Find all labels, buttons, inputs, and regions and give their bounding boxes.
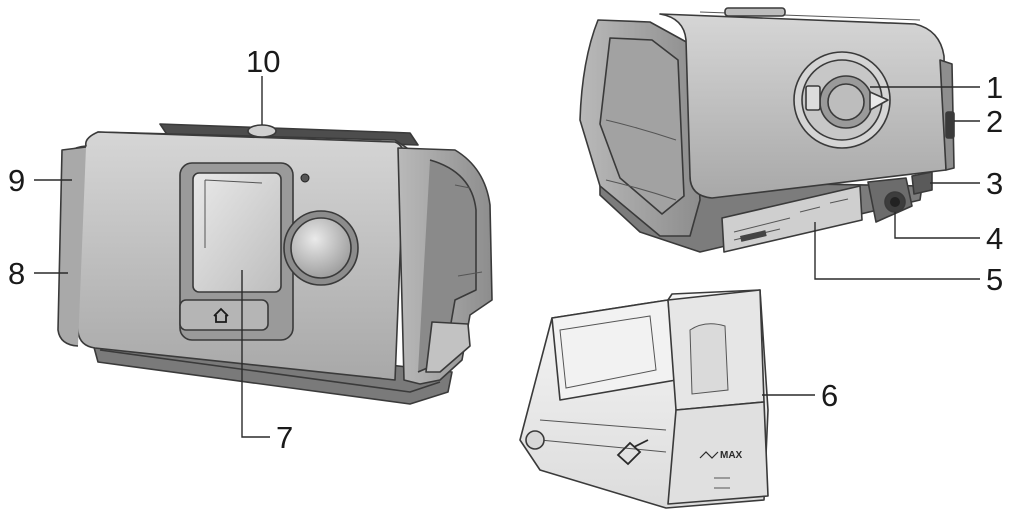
home-icon [213, 307, 229, 323]
callout-8: 8 [8, 256, 25, 291]
callouts: 10 9 8 7 1 2 3 4 5 6 [8, 44, 1003, 455]
leader-line-5 [814, 222, 980, 280]
callout-10: 10 [246, 44, 280, 79]
tub-max-marking: MAX [720, 450, 743, 461]
water-tub: MAX [519, 289, 769, 509]
callout-3: 3 [986, 166, 1003, 201]
leader-line-7 [241, 270, 270, 438]
home-button [179, 299, 269, 331]
rear-view-device [579, 7, 955, 253]
leader-line-4 [894, 212, 980, 239]
front-view-device [57, 123, 493, 405]
callout-4: 4 [986, 221, 1003, 256]
callout-1: 1 [986, 70, 1003, 105]
callout-9: 9 [8, 163, 25, 198]
callout-2: 2 [986, 104, 1003, 139]
callout-6: 6 [821, 378, 838, 413]
callout-7: 7 [276, 420, 293, 455]
callout-5: 5 [986, 262, 1003, 297]
